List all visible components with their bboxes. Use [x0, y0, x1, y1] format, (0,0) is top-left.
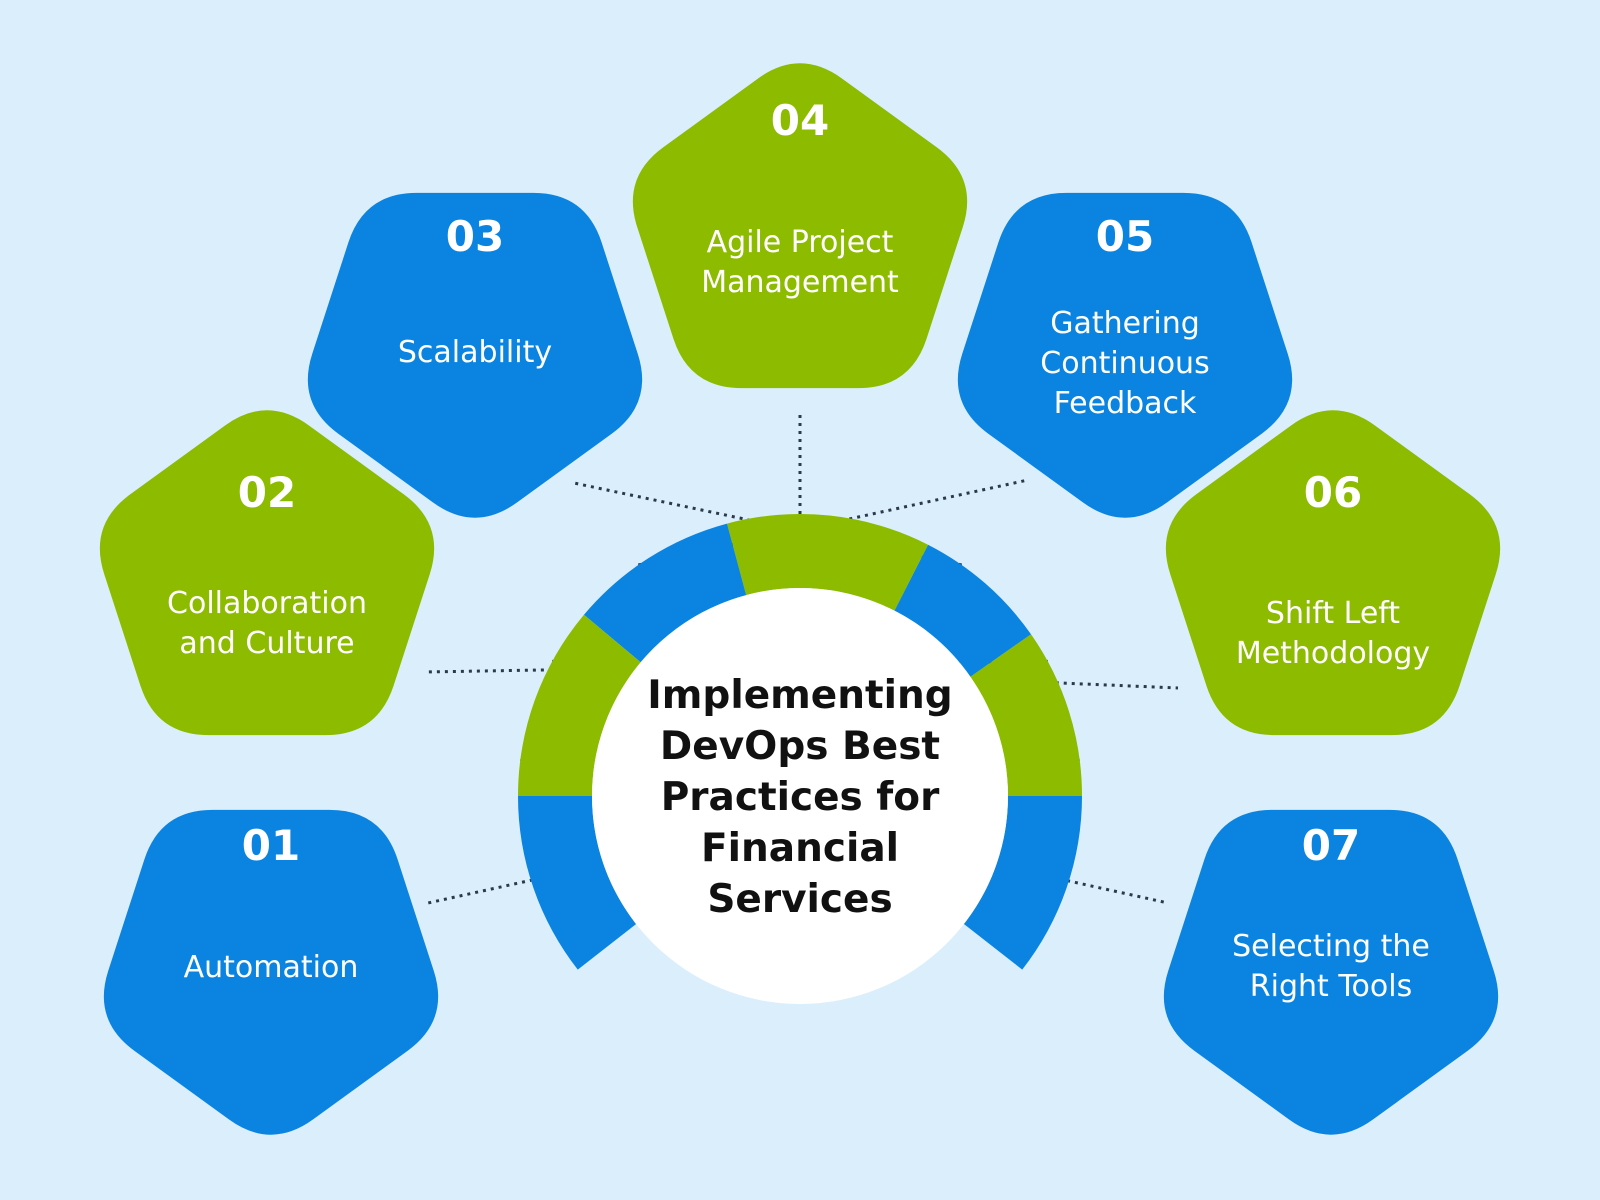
practice-label: Automation: [184, 950, 359, 985]
practice-label: Continuous: [1040, 346, 1209, 381]
ring-segment-05: [894, 544, 1032, 677]
pentagon-shape-01: [103, 809, 439, 1135]
center-title-line: DevOps Best: [660, 724, 940, 769]
pentagon-shape-07: [1163, 809, 1499, 1135]
center-title-line: Services: [707, 877, 892, 922]
pentagon-shape-03: [307, 192, 643, 518]
ring-segment-06: [970, 634, 1082, 796]
center-title-line: Financial: [701, 826, 899, 871]
center-ring: [518, 513, 1082, 970]
ring-segment-04: [727, 513, 929, 611]
ring-segment-01-tail: [518, 796, 637, 970]
center-title-line: Practices for: [661, 775, 940, 820]
practice-label: Gathering: [1050, 306, 1200, 341]
practice-label: and Culture: [179, 626, 354, 661]
practice-number: 02: [238, 468, 296, 517]
pentagon-shape-06: [1165, 410, 1501, 736]
center-title-line: Implementing: [647, 673, 952, 718]
practice-number: 07: [1302, 821, 1360, 870]
practice-number: 06: [1304, 468, 1362, 517]
practice-label: Agile Project: [707, 225, 894, 260]
practice-label: Feedback: [1054, 386, 1197, 421]
practice-label: Scalability: [398, 335, 552, 370]
practice-label: Selecting the: [1232, 929, 1430, 964]
practice-number: 05: [1096, 212, 1154, 261]
ring-segment-02: [518, 614, 641, 796]
practice-number: 04: [771, 96, 829, 145]
pentagon-shape-04: [632, 63, 968, 389]
practice-label: Right Tools: [1250, 969, 1412, 1004]
practice-label: Management: [701, 265, 899, 300]
ring-segment-03: [583, 523, 747, 663]
center-circle: [592, 588, 1008, 1004]
pentagon-shape-02: [99, 410, 435, 736]
practice-number: 01: [242, 821, 300, 870]
practice-label: Shift Left: [1266, 596, 1400, 631]
practice-number: 03: [446, 212, 504, 261]
practice-label: Methodology: [1236, 636, 1430, 671]
pentagon-shape-05: [957, 192, 1293, 518]
practice-label: Collaboration: [167, 586, 367, 621]
ring-segment-07-tail: [963, 796, 1082, 970]
